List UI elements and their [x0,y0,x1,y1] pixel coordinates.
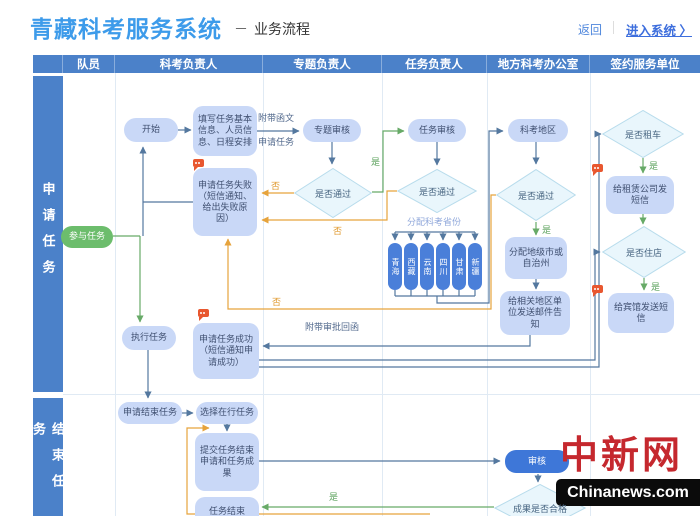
flow-node-review: 审核 [505,450,569,473]
province-label: 西藏 [407,257,416,276]
flow-node-rent-car: 是否租车 [602,110,684,158]
edge-label-with-letter: 附带函文 [258,113,295,123]
flow-node-task-review: 任务审核 [408,119,466,142]
flow-node-hotel-sms: 给宾馆发送短信 [608,293,674,333]
diamond-label: 是否通过 [517,190,554,201]
stage-apply-label: 申请任务 [40,182,56,286]
flow-node-select-task: 选择在行任务 [196,402,258,424]
flow-node-expedition-area: 科考地区 [508,119,568,142]
stage-end-label: 结束任务 [31,422,65,500]
flow-node-task-end: 任务结束 [195,497,259,516]
edge-label-yes: 是 [651,282,661,292]
flow-node-topic-review: 专题审核 [303,119,361,142]
top-header: 青藏科考服务系统 － 业务流程 返回 进入系统 〉 [0,0,700,55]
sms-icon [592,285,603,297]
flow-node-province-tibet: 西藏 [404,243,418,290]
flow-node-province-yunnan: 云南 [420,243,434,290]
diamond-shape [496,169,576,221]
sms-icon [592,164,603,176]
flow-node-stay-hotel: 是否住店 [602,226,686,278]
lane-header-expedition-leader: 科考负责人 [115,55,263,73]
lane-divider [382,73,383,516]
province-label: 新疆 [471,257,480,276]
flow-node-rental-sms: 给租赁公司发短信 [606,176,674,214]
edge-label-assign-provinces: 分配科考省份 [407,217,462,227]
lane-header-member: 队员 [63,55,115,73]
edge-label-no: 否 [272,297,282,307]
flow-node-local-pass: 是否通过 [496,169,576,221]
flow-node-province-sichuan: 四川 [436,243,450,290]
flow-node-apply-end: 申请结束任务 [118,402,182,424]
watermark-chinanews-bar: Chinanews.com [556,479,700,506]
edge-label-approval-reply: 附带审批回函 [305,322,360,332]
edge-label-yes: 是 [542,225,552,235]
flow-node-province-xinjiang: 新疆 [468,243,482,290]
flow-node-task-pass: 是否通过 [397,169,477,213]
diamond-shape [602,110,684,158]
page-title: 业务流程 [254,21,310,37]
flow-node-start: 开始 [124,118,178,142]
sms-icon [193,159,204,171]
stage-divider [63,394,700,395]
stage-apply-task: 申请任务 [33,76,63,392]
diamond-label: 成果是否合格 [512,503,567,514]
flow-node-province-gansu: 甘肃 [452,243,466,290]
flow-node-assign-city: 分配地级市或自治州 [505,237,567,279]
flow-node-fill-info: 填写任务基本信息、人员信息、日程安排 [193,106,257,156]
edge-label-apply-task: 申请任务 [258,137,295,147]
lane-header-service-unit: 签约服务单位 [610,59,680,71]
lane-divider [487,73,488,516]
edge-label-yes: 是 [329,492,339,502]
app-logo: 青藏科考服务系统 [30,16,222,42]
province-label: 云南 [423,257,432,276]
lane-header-task-leader: 任务负责人 [382,55,487,73]
edge-label-no: 否 [271,181,281,191]
flow-node-submit-results: 提交任务结束申请和任务成果 [195,433,259,491]
edge-label-no: 否 [333,226,343,236]
edge-label-yes: 是 [371,157,381,167]
lane-header-local-office: 地方科考办公室 [487,55,590,73]
flow-node-province-qinghai: 青海 [388,243,402,290]
province-label: 四川 [439,257,448,276]
page-title-wrap: － 业务流程 [234,19,310,39]
diamond-label: 是否通过 [418,186,455,197]
lane-header-row: 队员 科考负责人 专题负责人 任务负责人 地方科考办公室 签约服务单位 [33,55,700,73]
lane-divider [115,73,116,516]
lane-header-topic-leader: 专题负责人 [263,55,382,73]
lane-header-stage [33,55,63,73]
flow-node-exec-task: 执行任务 [122,326,176,350]
flow-node-send-mail: 给相关地区单位发送邮件告知 [500,291,570,335]
flow-node-apply-fail: 申请任务失败（短信通知、给出失败原因） [193,168,257,236]
back-link[interactable]: 返回 [578,23,603,37]
sms-icon [198,309,209,321]
stage-end-task: 结束任务 [31,398,65,516]
diamond-shape [602,226,686,278]
diamond-label: 是否租车 [624,129,661,140]
diamond-label: 是否住店 [625,247,662,258]
title-dash: － [234,21,248,37]
enter-system-link[interactable]: 进入系统 〉 [626,24,692,38]
flow-node-join-task: 参与任务 [61,226,113,248]
flow-node-topic-pass: 是否通过 [294,168,372,218]
province-label: 甘肃 [455,257,464,276]
province-label: 青海 [391,257,400,276]
edge-label-yes: 是 [649,161,659,171]
watermark-chinanews-logo: 中新网 [560,432,684,477]
flow-node-apply-success: 申请任务成功（短信通知申请成功） [193,323,259,379]
diamond-label: 是否通过 [314,188,351,199]
diamond-shape [294,168,372,218]
link-divider [613,21,614,34]
diamond-shape [397,169,477,213]
